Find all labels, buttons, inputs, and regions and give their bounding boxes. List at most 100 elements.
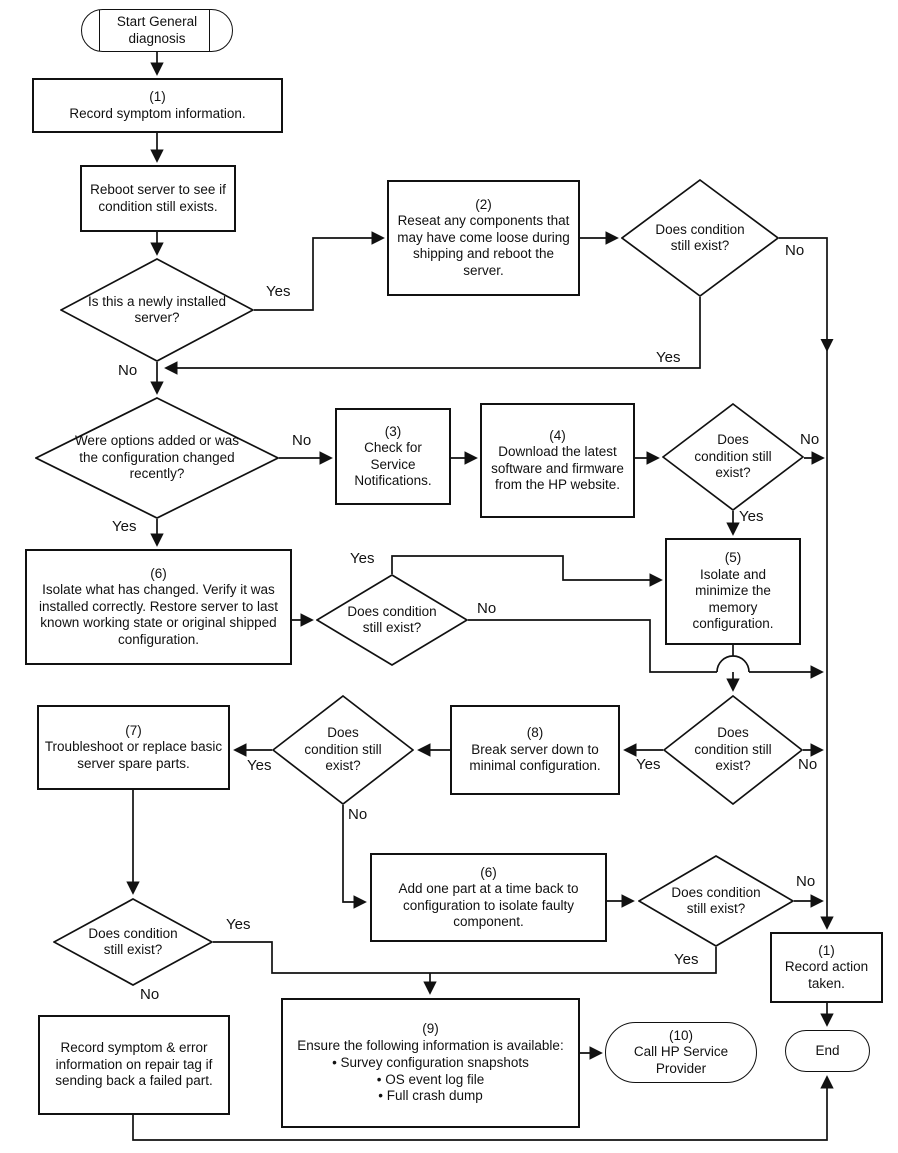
edge-cond1-no-rail (779, 237, 834, 930)
diamond-shape (60, 258, 254, 362)
diamond-shape (316, 574, 468, 666)
step-text: Record action taken. (784, 959, 869, 991)
bullet-item: OS event log file (288, 1072, 573, 1088)
edge-label-no: No (118, 362, 138, 379)
edge-label-no: No (800, 431, 820, 448)
process-isolate-memory: (5) Isolate and minimize the memory conf… (665, 538, 801, 645)
step-text: Record symptom information. (69, 105, 246, 121)
edge-label-no: No (292, 432, 312, 449)
decision-text: Is this a newly installed server? (87, 293, 227, 325)
step-text: Record symptom & error information on re… (55, 1040, 213, 1089)
terminal-start: Start General diagnosis (81, 9, 233, 52)
start-label: Start General diagnosis (116, 14, 198, 46)
edge-label-no: No (785, 242, 805, 259)
process-reboot-server: Reboot server to see if condition still … (80, 165, 236, 232)
process-isolate-changed: (6) Isolate what has changed. Verify it … (25, 549, 292, 665)
process-record-symptom: (1) Record symptom information. (32, 78, 283, 133)
step-text: Add one part at a time back to configura… (398, 881, 579, 929)
step-number: (3) (384, 423, 402, 439)
process-add-one-part: (6) Add one part at a time back to confi… (370, 853, 607, 942)
decision-condition-final: Does condition still exist? (53, 898, 213, 986)
decision-text: Does condition still exist? (347, 603, 437, 635)
edge-label-yes: Yes (266, 283, 291, 300)
edge-yes-merge-rail (213, 941, 717, 974)
step-number: (9) (422, 1021, 439, 1037)
decision-condition-after-reseat: Does condition still exist? (621, 179, 779, 297)
step-number: (6) (480, 864, 497, 880)
line-hop (716, 655, 750, 673)
decision-text: Does condition still exist? (655, 221, 745, 253)
step-text: Isolate what has changed. Verify it was … (38, 582, 279, 647)
bullet-item: Full crash dump (288, 1088, 573, 1104)
decision-text: Does condition still exist? (88, 925, 178, 957)
edge-label-yes: Yes (350, 550, 375, 567)
step-number: (6) (150, 565, 167, 581)
process-record-action: (1) Record action taken. (770, 932, 883, 1003)
edge-label-yes: Yes (112, 518, 137, 535)
edge-cond3-yes-to-memory (391, 555, 663, 587)
edge-label-no: No (798, 756, 818, 773)
edge-label-no: No (140, 986, 160, 1003)
diamond-shape (638, 855, 794, 947)
step-text: Isolate and minimize the memory configur… (692, 566, 774, 632)
process-troubleshoot-spares: (7) Troubleshoot or replace basic server… (37, 705, 230, 790)
edge-label-yes: Yes (656, 349, 681, 366)
edge-label-yes: Yes (674, 951, 699, 968)
edge-label-no: No (796, 873, 816, 890)
decision-condition-after-addpart: Does condition still exist? (638, 855, 794, 947)
end-label: End (815, 1042, 840, 1058)
rail-mid-arrow (820, 339, 834, 352)
diamond-shape (621, 179, 779, 297)
edge-label-yes: Yes (226, 916, 251, 933)
diamond-shape (272, 695, 414, 805)
step-text: Troubleshoot or replace basic server spa… (44, 739, 223, 771)
step-number: (4) (549, 427, 566, 443)
step-number: (2) (475, 196, 492, 212)
decision-newly-installed: Is this a newly installed server? (60, 258, 254, 362)
diamond-shape (35, 397, 279, 519)
step-number: (8) (526, 725, 544, 741)
decision-text: Were options added or was the configurat… (74, 433, 240, 482)
decision-options-changed: Were options added or was the configurat… (35, 397, 279, 519)
edge-label-yes: Yes (247, 757, 272, 774)
step-number: (10) (668, 1027, 693, 1043)
edge-newly-yes-to-reseat (254, 231, 385, 311)
step-text: Ensure the following information is avai… (297, 1037, 564, 1053)
decision-condition-after-break: Does condition still exist? (272, 695, 414, 805)
decision-text: Does condition still exist? (694, 725, 772, 774)
step-text: Check for Service Notifications. (354, 440, 432, 488)
diamond-shape (663, 695, 803, 805)
bullet-list: Survey configuration snapshots OS event … (288, 1055, 573, 1104)
terminal-end: End (785, 1030, 870, 1072)
edge-bottom-rail-to-end (132, 1075, 834, 1141)
process-record-symptom-error: Record symptom & error information on re… (38, 1015, 230, 1115)
decision-text: Does condition still exist? (304, 725, 382, 774)
edge-label-no: No (477, 600, 497, 617)
process-download-software: (4) Download the latest software and fir… (480, 403, 635, 518)
edge-label-no: No (348, 806, 368, 823)
edge-label-yes: Yes (739, 508, 764, 525)
edge-label-yes: Yes (636, 756, 661, 773)
decision-condition-after-isolate: Does condition still exist? (316, 574, 468, 666)
decision-text: Does condition still exist? (694, 432, 772, 481)
edge-cond3-no-left (468, 619, 717, 673)
process-break-down-server: (8) Break server down to minimal configu… (450, 705, 620, 795)
step-text: Download the latest software and firmwar… (491, 444, 624, 492)
edge-cond1-yes-return (164, 297, 701, 375)
process-check-service-notifications: (3) Check for Service Notifications. (335, 408, 451, 505)
step-number: (1) (818, 942, 835, 958)
edge-cond4-no-to-addparts (342, 805, 367, 909)
terminal-call-hp: (10) Call HP Service Provider (605, 1022, 757, 1083)
terminal-tick-left (99, 10, 100, 51)
decision-condition-after-download: Does condition still exist? (662, 403, 804, 511)
process-reseat-components: (2) Reseat any components that may have … (387, 180, 580, 296)
terminal-tick-right (209, 10, 210, 51)
diamond-shape (53, 898, 213, 986)
step-text: Break server down to minimal configurati… (469, 741, 601, 774)
process-ensure-information: (9) Ensure the following information is … (281, 998, 580, 1128)
bullet-item: Survey configuration snapshots (288, 1055, 573, 1071)
decision-text: Does condition still exist? (671, 884, 761, 916)
step-text: Call HP Service Provider (633, 1044, 729, 1076)
